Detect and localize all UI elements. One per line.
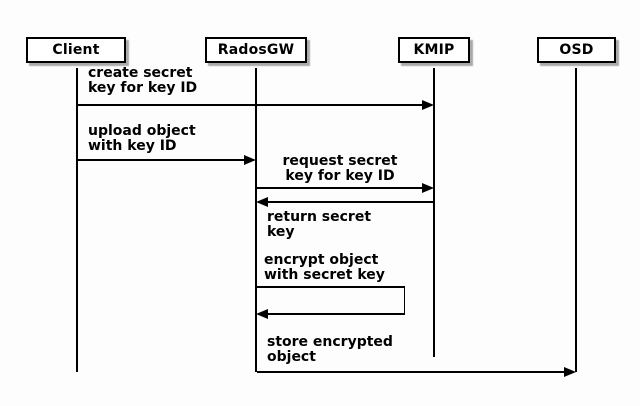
lifeline-kmip — [433, 68, 435, 357]
arrowhead-left-icon — [256, 197, 268, 207]
message-arrow-return-secret-key — [267, 201, 434, 203]
self-loop-top-line — [257, 286, 405, 288]
arrowhead-right-icon — [244, 155, 256, 165]
actor-box-kmip: KMIP — [398, 37, 470, 63]
message-line: key — [267, 224, 295, 240]
actor-box-client: Client — [26, 37, 126, 63]
actor-box-radosgw: RadosGW — [205, 37, 307, 63]
message-line: key for key ID — [88, 80, 198, 96]
arrowhead-right-icon — [422, 100, 434, 110]
message-line: with key ID — [88, 138, 177, 154]
lifeline-osd — [575, 68, 577, 372]
actor-label-client: Client — [52, 42, 100, 58]
actor-label-kmip: KMIP — [413, 42, 455, 58]
message-line: key for key ID — [285, 168, 395, 184]
message-label-create-secret-key: create secret key for key ID — [88, 66, 197, 96]
message-label-request-secret-key: request secret key for key ID — [270, 154, 410, 184]
message-arrow-request-secret-key — [257, 187, 424, 189]
actor-label-osd: OSD — [559, 42, 594, 58]
message-line: with secret key — [264, 267, 385, 283]
message-arrow-upload-object — [78, 159, 246, 161]
message-label-store-encrypted-object: store encrypted object — [267, 335, 393, 365]
message-line: upload object — [88, 123, 196, 139]
actor-label-radosgw: RadosGW — [217, 42, 295, 58]
self-loop-bottom-line — [268, 313, 405, 315]
message-line: object — [267, 349, 316, 365]
lifeline-radosgw — [255, 68, 257, 372]
message-label-return-secret-key: return secret key — [267, 210, 371, 240]
message-line: encrypt object — [264, 252, 379, 268]
arrowhead-left-icon — [256, 309, 268, 319]
message-arrow-create-secret-key — [78, 104, 424, 106]
message-line: return secret — [267, 209, 372, 225]
self-loop-right-line — [403, 286, 405, 315]
arrowhead-right-icon — [564, 367, 576, 377]
lifeline-client — [76, 68, 78, 372]
actor-box-osd: OSD — [537, 37, 616, 63]
message-arrow-store-encrypted-object — [257, 371, 565, 373]
message-label-encrypt-object: encrypt object with secret key — [264, 253, 385, 283]
message-line: request secret — [282, 153, 398, 169]
message-label-upload-object: upload object with key ID — [88, 124, 196, 154]
message-line: store encrypted — [267, 334, 393, 350]
message-line: create secret — [88, 65, 193, 81]
arrowhead-right-icon — [422, 183, 434, 193]
